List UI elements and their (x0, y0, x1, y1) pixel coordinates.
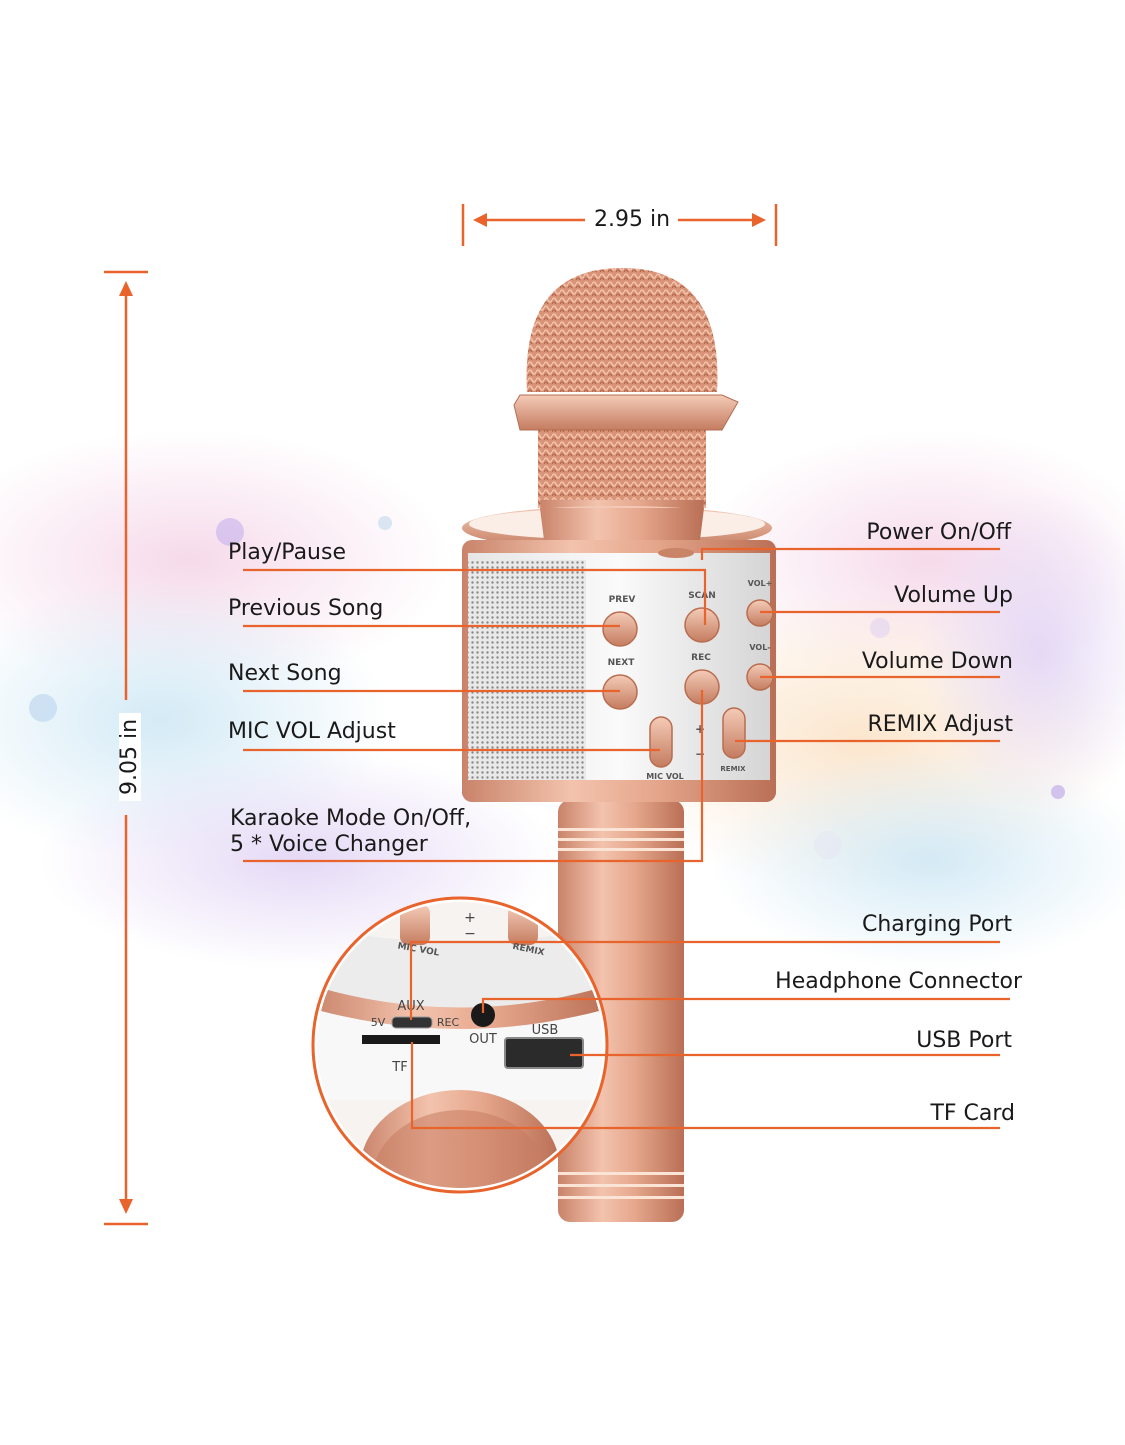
tf-card-callout: TF Card (930, 1101, 1015, 1126)
power-callout: Power On/Off (866, 520, 1011, 545)
usb-label: USB (532, 1023, 559, 1038)
rec-port-label: REC (437, 1016, 460, 1029)
volume-up-callout: Volume Up (894, 583, 1013, 608)
play-pause-callout: Play/Pause (228, 540, 346, 565)
minus-label: − (695, 747, 705, 761)
out-label: OUT (469, 1032, 497, 1047)
scan-label: SCAN (688, 591, 716, 601)
inset-minus-label: − (464, 926, 476, 942)
rec-label: REC (691, 653, 711, 663)
height-dimension-label: 9.05 in (117, 712, 142, 802)
plus-label: + (695, 722, 705, 736)
next-label: NEXT (608, 658, 636, 668)
background-clouds (0, 430, 1125, 970)
previous-song-callout: Previous Song (228, 596, 384, 621)
dimension-lines (104, 204, 778, 1226)
karaoke-mode-callout-line1: Karaoke Mode On/Off, (230, 806, 472, 831)
prev-button (602, 611, 638, 647)
karaoke-mode-callout-line2: 5 * Voice Changer (230, 832, 428, 857)
headphone-connector-callout: Headphone Connector (775, 969, 1022, 994)
tf-card-slot (362, 1035, 440, 1044)
callout-lines (243, 547, 1010, 1130)
five-v-label: 5V (371, 1016, 386, 1029)
remix-slider (722, 707, 746, 759)
mic-vol-adjust-callout: MIC VOL Adjust (228, 719, 396, 744)
microphone-head (513, 268, 739, 540)
play-pause-button (684, 607, 720, 643)
inset-plus-label: + (464, 910, 476, 926)
vol-plus-label: VOL+ (748, 579, 773, 588)
volume-down-callout: Volume Down (861, 649, 1013, 674)
usb-port-callout: USB Port (916, 1028, 1012, 1053)
tf-label: TF (391, 1060, 407, 1075)
mic-vol-slider (649, 716, 673, 768)
headphone-jack (471, 1003, 495, 1027)
next-song-callout: Next Song (228, 661, 342, 686)
bottom-inset: + − MIC VOL REMIX AUX 5V REC OUT USB TF (311, 896, 609, 1194)
remix-label: REMIX (720, 765, 746, 773)
prev-label: PREV (609, 595, 636, 605)
charging-port-callout: Charging Port (861, 912, 1012, 937)
width-dimension-label: 2.95 in (588, 209, 677, 231)
remix-adjust-callout: REMIX Adjust (867, 712, 1014, 737)
vol-minus-label: VOL- (749, 643, 770, 652)
usb-port-slot (504, 1037, 584, 1069)
mic-vol-label: MIC VOL (646, 772, 684, 781)
